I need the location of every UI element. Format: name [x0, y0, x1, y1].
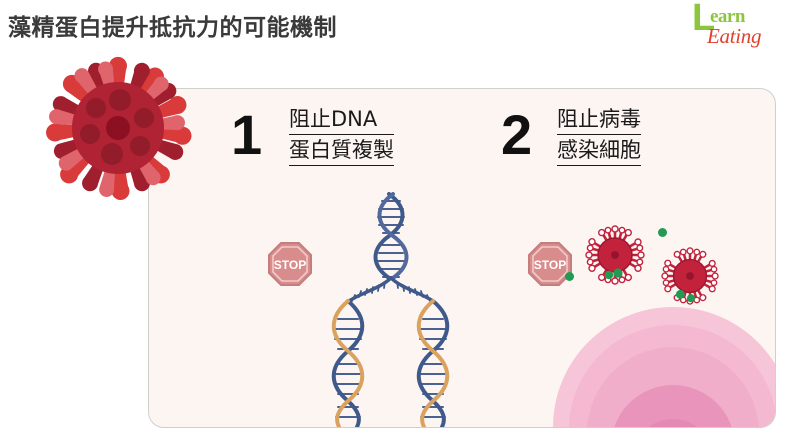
brand-logo: L earn Eating	[688, 0, 784, 50]
dna-replication-fork-illustration	[327, 189, 457, 427]
item-1-heading-line2: 蛋白質複製	[289, 140, 394, 166]
virus-particle-small-1	[585, 225, 645, 285]
mechanism-panel: 1 2 阻止DNA 蛋白質複製 阻止病毒 感染細胞 STOP STOP	[148, 88, 776, 428]
stop-sign-icon-2: STOP	[527, 241, 573, 287]
item-2-heading-line1: 阻止病毒	[557, 109, 641, 135]
virus-particle-small-2	[661, 247, 719, 305]
logo-letter-l: L	[692, 0, 716, 39]
green-particle-2	[565, 272, 574, 281]
virus-particle-large	[38, 48, 198, 208]
logo-word-learn: earn	[710, 6, 745, 27]
item-1-number: 1	[231, 103, 263, 166]
page-title: 藻精蛋白提升抵抗力的可能機制	[8, 15, 337, 41]
stop-sign-label-2: STOP	[534, 258, 566, 272]
stop-sign-icon-1: STOP	[267, 241, 313, 287]
host-cell-illustration	[545, 189, 775, 427]
logo-word-eating: Eating	[707, 24, 762, 48]
item-2-number: 2	[501, 103, 533, 166]
item-2-heading-line2: 感染細胞	[557, 140, 641, 166]
item-1-heading-line1: 阻止DNA	[289, 109, 394, 135]
stop-sign-label-1: STOP	[274, 258, 306, 272]
item-2-heading: 阻止病毒 感染細胞	[557, 109, 641, 171]
item-1-heading: 阻止DNA 蛋白質複製	[289, 109, 394, 171]
green-particle-1	[658, 228, 667, 237]
